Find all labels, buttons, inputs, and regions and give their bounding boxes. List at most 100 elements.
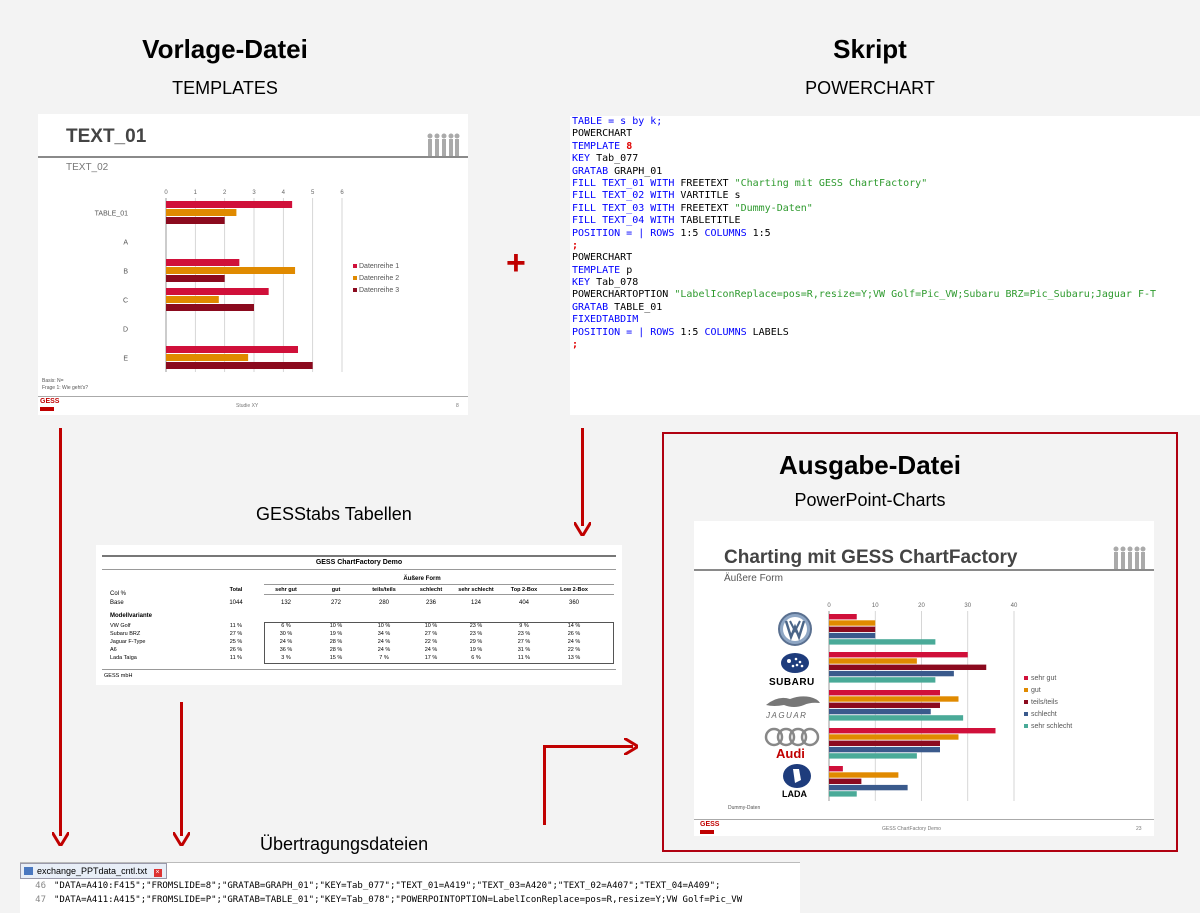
- legend-swatch: [1024, 712, 1028, 716]
- table-cell-value: 27 %: [517, 639, 531, 645]
- file-icon: [24, 867, 33, 875]
- table-base-label: Base: [110, 600, 124, 606]
- table-cell-value: 24 %: [424, 647, 438, 653]
- plus-sign: +: [506, 244, 526, 282]
- legend-swatch: [1024, 676, 1028, 680]
- template-bar: [166, 362, 313, 369]
- table-cell-value: 23 %: [469, 631, 483, 637]
- table-rule: [102, 569, 616, 570]
- output-bar: [829, 708, 931, 715]
- table-title: GESS ChartFactory Demo: [315, 559, 403, 566]
- table-box-right: [613, 622, 614, 664]
- table-base-value: 280: [378, 600, 390, 606]
- table-cell-value: 10 %: [424, 623, 438, 629]
- table-cell-value: 26 %: [567, 631, 581, 637]
- table-cell-value: 24 %: [377, 639, 391, 645]
- output-bar: [829, 784, 908, 791]
- template-footer-center: Studie XY: [236, 403, 259, 409]
- legend-label: Datenreihe 3: [359, 287, 399, 294]
- script-subtitle: POWERCHART: [805, 78, 935, 98]
- table-column-header: schlecht: [419, 587, 443, 593]
- vw-logo-icon: [777, 611, 813, 652]
- output-bar: [829, 766, 843, 772]
- output-bar: [829, 715, 964, 721]
- table-cell-value: 17 %: [424, 655, 438, 661]
- table-column-header: Top 2-Box: [510, 587, 538, 593]
- script-line: FILL TEXT_02 WITH VARTITLE s: [572, 190, 741, 202]
- table-box-left: [264, 622, 265, 664]
- table-cell-value: 11 %: [229, 623, 243, 629]
- script-line: KEY Tab_077: [572, 153, 639, 165]
- output-bar: [829, 664, 987, 670]
- axis-tick-label: 3: [252, 190, 256, 196]
- table-row-label: Subaru BRZ: [110, 631, 141, 637]
- table-cell-value: 26 %: [229, 647, 243, 653]
- table-cell-value: 22 %: [424, 639, 438, 645]
- arrow-head-icon: [52, 832, 69, 846]
- legend-label: sehr gut: [1031, 675, 1056, 682]
- table-base-value: 1044: [229, 600, 243, 606]
- arrow-transfer-up: [543, 745, 546, 825]
- table-cell-value: 6 %: [281, 623, 291, 629]
- exchange-file-tab-label: exchange_PPTdata_cntl.txt: [37, 866, 148, 876]
- table-cell-value: 22 %: [567, 647, 581, 653]
- output-slide-title: Charting mit GESS ChartFactory: [724, 547, 1018, 568]
- script-line: TEMPLATE p: [572, 264, 633, 276]
- output-bar: [829, 746, 940, 753]
- table-section-label: Modellvariante: [110, 613, 153, 619]
- table-cell-value: 11 %: [229, 655, 243, 661]
- category-label: D: [123, 327, 128, 334]
- table-cell-value: 27 %: [424, 631, 438, 637]
- category-label: A: [123, 240, 128, 247]
- legend-label: teils/teils: [1031, 699, 1058, 706]
- legend-swatch: [353, 288, 357, 292]
- table-cell-value: 13 %: [567, 655, 581, 661]
- axis-tick-label: 5: [311, 190, 315, 196]
- arrow-transfer-right: [543, 745, 633, 748]
- footnote-question: Frage 1: Wie geht's?: [42, 385, 88, 391]
- script-line: FIXEDTABDIM: [572, 314, 639, 326]
- table-cell-value: 23 %: [517, 631, 531, 637]
- arrow-head-icon: [173, 832, 190, 846]
- footer-divider: [694, 819, 1154, 820]
- subaru-brand-text: SUBARU: [769, 677, 815, 688]
- exchange-file-tab[interactable]: exchange_PPTdata_cntl.txt ×: [20, 863, 167, 879]
- output-bar: [829, 772, 899, 778]
- script-line: GRATAB TABLE_01: [572, 301, 663, 313]
- axis-tick-label: 4: [282, 190, 286, 196]
- table-cell-value: 3 %: [281, 655, 291, 661]
- template-bar: [166, 267, 296, 274]
- legend-swatch: [353, 264, 357, 268]
- table-cell-value: 9 %: [519, 623, 529, 629]
- people-silhouette-icon: [1112, 545, 1146, 574]
- legend-swatch: [353, 276, 357, 280]
- template-file-title: Vorlage-Datei: [142, 34, 308, 64]
- table-cell-value: 11 %: [517, 655, 531, 661]
- table-cell-value: 10 %: [377, 623, 391, 629]
- output-file-title: Ausgabe-Datei: [778, 450, 962, 480]
- table-cell-value: 19 %: [469, 647, 483, 653]
- template-bar: [166, 296, 219, 303]
- table-box-top: [264, 622, 614, 623]
- jaguar-brand-text: JAGUAR: [766, 711, 808, 720]
- category-label: TABLE_01: [95, 211, 128, 218]
- legend-label: Datenreihe 1: [359, 263, 399, 270]
- close-icon[interactable]: ×: [153, 869, 162, 877]
- jaguar-logo-icon: [764, 693, 822, 716]
- table-base-value: 124: [470, 600, 482, 606]
- table-cell-value: 19 %: [329, 631, 343, 637]
- axis-tick-label: 10: [872, 603, 879, 609]
- table-row-label: Jaguar F-Type: [110, 639, 146, 645]
- category-label: E: [123, 356, 128, 363]
- output-bar: [829, 740, 940, 746]
- axis-tick-label: 6: [340, 190, 344, 196]
- table-top-rule: [102, 555, 616, 557]
- table-group-header: Äußere Form: [403, 576, 441, 582]
- axis-tick-label: 20: [918, 603, 925, 609]
- lada-logo-icon: [782, 763, 812, 794]
- table-column-header: sehr schlecht: [458, 587, 494, 593]
